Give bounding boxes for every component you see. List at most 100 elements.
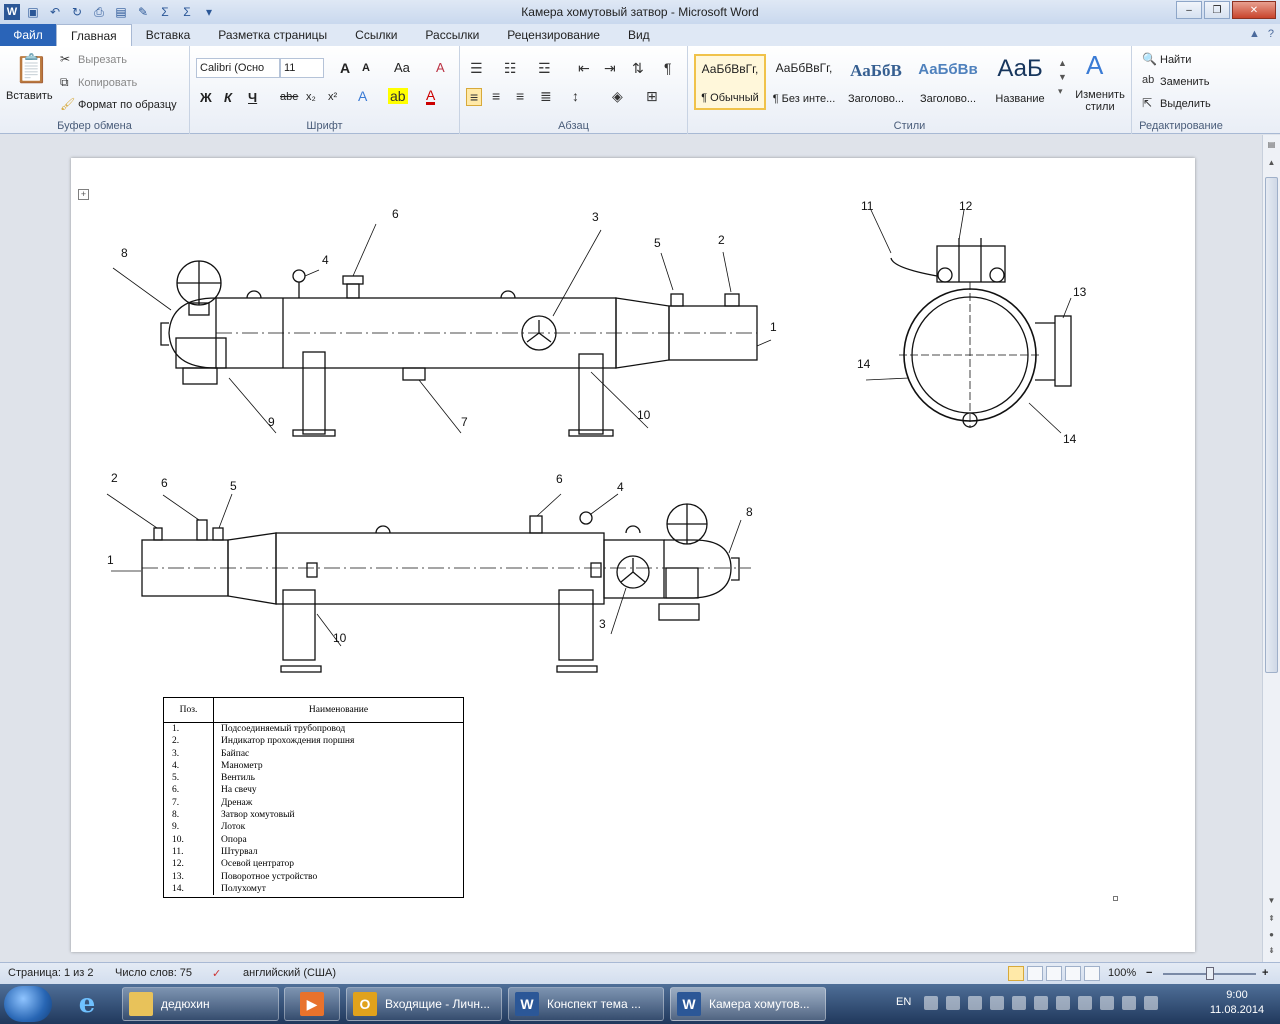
start-button[interactable] [4,986,52,1022]
ribbon-collapse-icon[interactable]: ▲ [1248,28,1260,40]
zoom-level[interactable]: 100% [1108,967,1137,979]
numbering-icon[interactable]: ☷ [504,60,517,76]
language[interactable]: английский (США) [243,967,337,979]
change-styles-icon[interactable]: A [1086,50,1104,80]
tab-review[interactable]: Рецензирование [507,28,600,42]
tray-app-icon[interactable] [1034,996,1048,1010]
print-icon[interactable]: ⎙ [94,4,104,19]
task-word-konspekt[interactable]: W Конспект тема ... [508,987,664,1021]
volume-icon[interactable] [1100,996,1114,1010]
document-page[interactable]: + [71,158,1195,952]
increase-indent-icon[interactable]: ⇥ [604,60,616,76]
preview-icon[interactable]: ▤ [115,5,127,19]
tab-file[interactable]: Файл [0,24,56,46]
save-icon[interactable]: ▣ [27,5,39,19]
clock[interactable]: 9:00 11.08.2014 [1200,988,1274,1018]
replace-icon[interactable]: ab [1142,74,1155,86]
text-effects-icon[interactable]: A [358,88,368,104]
sort-icon[interactable]: ⇅ [632,60,644,76]
pilcrow-icon[interactable]: ¶ [664,60,672,76]
task-media-player[interactable]: ▶ [284,987,340,1021]
select-button[interactable]: Выделить [1160,98,1211,110]
tray-app-icon[interactable] [1056,996,1070,1010]
tab-home[interactable]: Главная [56,24,132,46]
tray-app-icon[interactable] [1012,996,1026,1010]
clear-format-button[interactable]: A [436,60,445,75]
tray-app-icon[interactable] [924,996,938,1010]
undo-icon[interactable]: ↶ [49,5,61,19]
zoom-in-button[interactable]: + [1262,967,1269,979]
tray-app-icon[interactable] [990,996,1004,1010]
font-color-icon[interactable]: A [426,87,436,105]
align-center-icon[interactable]: ≡ [492,88,501,104]
ie-icon[interactable]: e [78,989,96,1019]
format-painter-button[interactable]: Формат по образцу [78,99,177,111]
customize-qat-icon[interactable]: ▾ [205,5,213,19]
table-move-handle-icon[interactable]: + [78,189,89,200]
scroll-up-icon[interactable]: ▲ [1267,158,1276,167]
word-count[interactable]: Число слов: 75 [115,967,193,979]
zoom-slider-thumb[interactable] [1206,967,1214,980]
spellcheck-icon[interactable]: ✓ [212,968,222,980]
align-right-icon[interactable]: ≡ [516,88,525,104]
ruler-toggle-icon[interactable]: ▤ [1267,140,1276,149]
input-language[interactable]: EN [896,996,912,1008]
paste-icon[interactable]: 📋 [14,53,49,84]
tray-app-icon[interactable] [968,996,982,1010]
close-button[interactable]: ✕ [1232,1,1276,19]
shading-icon[interactable]: ◈ [612,88,623,104]
style-heading-2[interactable]: АаБбВв Заголово... [912,54,984,110]
style-title[interactable]: АаБ Название [984,54,1056,110]
change-styles-button[interactable]: Изменить стили [1075,89,1125,113]
vertical-scrollbar[interactable]: ▤ ▲ ▼ ⇞ ● ⇟ [1262,135,1280,962]
style-heading-1[interactable]: АаБбВ Заголово... [840,54,912,110]
underline-button[interactable]: Ч [248,90,258,105]
edit-icon[interactable]: ✎ [137,5,149,19]
subscript-button[interactable]: x₂ [306,91,316,103]
tab-view[interactable]: Вид [627,28,650,42]
maximize-button[interactable]: ❐ [1204,1,1230,19]
prev-page-icon[interactable]: ⇞ [1268,914,1275,923]
decrease-indent-icon[interactable]: ⇤ [578,60,590,76]
format-painter-icon[interactable]: 🖌 [60,97,76,111]
cut-icon[interactable]: ✂ [60,52,71,66]
flag-icon[interactable] [1122,996,1136,1010]
superscript-button[interactable]: x² [328,91,338,103]
outline-view-icon[interactable] [1065,966,1081,981]
copy-button[interactable]: Копировать [78,77,138,89]
tab-page-layout[interactable]: Разметка страницы [218,28,328,42]
line-spacing-icon[interactable]: ↕ [572,88,579,104]
highlight-icon[interactable]: ab [388,88,408,104]
strikethrough-button[interactable]: abe [280,91,299,103]
styles-scroll-icon[interactable]: ▲▼▾ [1058,58,1067,96]
browse-object-icon[interactable]: ● [1269,930,1274,939]
draft-view-icon[interactable] [1084,966,1100,981]
help-icon[interactable]: ? [1267,28,1274,40]
bullets-icon[interactable]: ☰ [470,60,483,76]
redo-icon[interactable]: ↻ [71,5,83,19]
tab-insert[interactable]: Вставка [145,28,191,42]
web-layout-view-icon[interactable] [1046,966,1062,981]
network-icon[interactable] [1078,996,1092,1010]
copy-icon[interactable]: ⧉ [60,75,69,89]
cut-button[interactable]: Вырезать [78,54,127,66]
italic-button[interactable]: К [224,90,232,105]
change-case-button[interactable]: Aa [394,60,410,75]
power-icon[interactable] [1144,996,1158,1010]
zoom-out-button[interactable]: − [1146,967,1153,979]
sum-alt-icon[interactable]: Σ [183,5,191,19]
word-app-icon[interactable]: W [4,4,20,20]
find-icon[interactable]: 🔍 [1142,52,1157,66]
task-folder[interactable]: дедюхин [122,987,279,1021]
full-screen-view-icon[interactable] [1027,966,1043,981]
paste-button[interactable]: Вставить [6,90,53,102]
page-count[interactable]: Страница: 1 из 2 [8,967,94,979]
style-normal[interactable]: АаБбВвГг, ¶ Обычный [694,54,766,110]
task-outlook[interactable]: O Входящие - Личн... [346,987,502,1021]
print-layout-view-icon[interactable] [1008,966,1024,981]
multilevel-list-icon[interactable]: ☲ [538,60,551,76]
scrollbar-thumb[interactable] [1265,177,1278,673]
borders-icon[interactable]: ⊞ [646,88,658,104]
scroll-down-icon[interactable]: ▼ [1267,896,1276,905]
font-name-combo[interactable]: Calibri (Осно [196,58,280,78]
